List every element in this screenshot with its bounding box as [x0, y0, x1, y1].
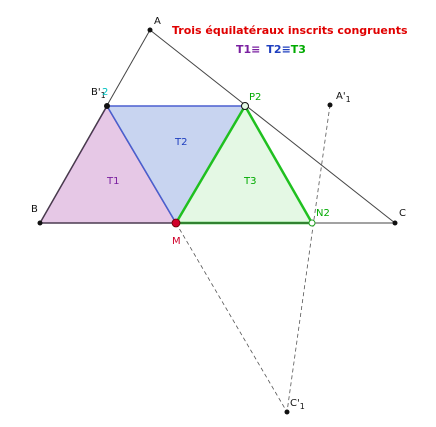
point-c1[interactable] [284, 409, 290, 415]
congruence-eq1: ≡ [251, 43, 260, 56]
label-t2: T2 [174, 137, 187, 148]
point-c[interactable] [392, 220, 398, 226]
point-a[interactable] [147, 27, 153, 33]
label-t1: T1 [106, 176, 119, 187]
congruence-eq2: ≡ [282, 43, 291, 56]
point-p2[interactable] [241, 102, 249, 110]
congruence-t2: T2 [266, 43, 281, 56]
label-a: A [154, 16, 161, 27]
side-ac [149, 29, 396, 224]
title: Trois équilatéraux inscrits congruents [172, 24, 408, 37]
point-b[interactable] [37, 220, 43, 226]
label-n2: N2 [316, 208, 330, 219]
label-c1: C'1 [290, 398, 305, 411]
point-m[interactable] [171, 218, 181, 228]
label-c1-main: C' [290, 398, 300, 409]
label-a1-main: A' [336, 91, 346, 102]
point-n2[interactable] [308, 219, 316, 227]
point-a1[interactable] [327, 102, 333, 108]
congruence-t1: T1 [236, 43, 251, 56]
label-b1-main: B' [91, 87, 101, 98]
label-b1: B'1 [91, 87, 106, 100]
point-b1[interactable] [104, 103, 110, 109]
dashed-line-a1-c1 [286, 104, 331, 413]
congruence-t3: T3 [291, 43, 306, 56]
dashed-line-m-c1 [175, 222, 288, 413]
label-a1-sub: 1 [346, 95, 351, 104]
label-a1: A'1 [336, 91, 351, 104]
congruence-statement: T1≡T2≡T3 [236, 43, 306, 56]
label-b: B [31, 204, 38, 215]
label-p2: P2 [249, 92, 261, 103]
side-ab [39, 29, 151, 224]
label-m: M [172, 236, 181, 247]
label-b1-sub: 1 [101, 91, 106, 100]
label-b1-marker: 2 [102, 87, 108, 98]
label-t3: T3 [243, 176, 256, 187]
label-c: C [399, 208, 406, 219]
label-c1-sub: 1 [300, 402, 305, 411]
